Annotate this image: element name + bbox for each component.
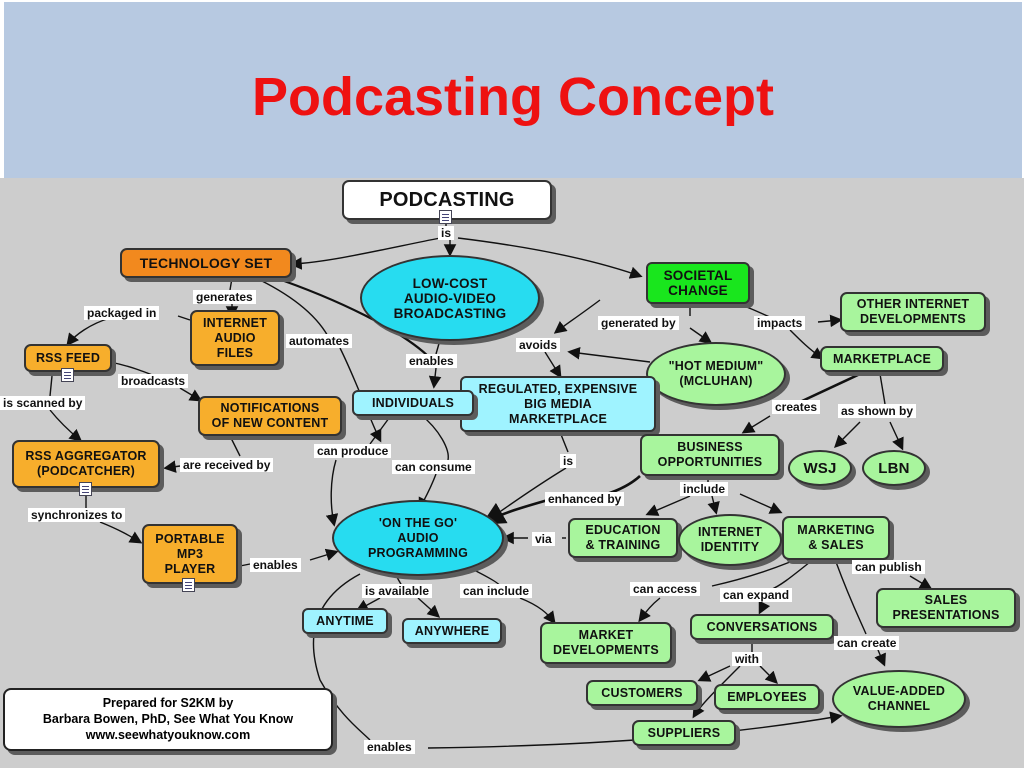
document-icon [439, 210, 452, 224]
credit-line: Barbara Bowen, PhD, See What You Know [42, 712, 294, 726]
link-label-is: is [438, 226, 455, 240]
link-label-broadcasts: broadcasts [118, 374, 189, 388]
node-regulated-big-media: REGULATED, EXPENSIVE BIG MEDIA MARKETPLA… [460, 376, 656, 432]
link-label-via: via [532, 532, 555, 546]
node-other-internet-developments: OTHER INTERNET DEVELOPMENTS [840, 292, 986, 332]
concept-map: PODCASTING TECHNOLOGY SET LOW-COST AUDIO… [0, 178, 1024, 768]
link-label-as-shown-by: as shown by [838, 404, 917, 418]
link-label-is-available: is available [362, 584, 433, 598]
node-portable-mp3-player: PORTABLE MP3 PLAYER [142, 524, 238, 584]
link-label-can-create: can create [834, 636, 900, 650]
credit-box: Prepared for S2KM by Barbara Bowen, PhD,… [3, 688, 333, 751]
node-hot-medium: "HOT MEDIUM" (MCLUHAN) [646, 342, 786, 406]
node-on-the-go-audio: 'ON THE GO' AUDIO PROGRAMMING [332, 500, 504, 576]
node-low-cost-broadcasting: LOW-COST AUDIO-VIDEO BROADCASTING [360, 255, 540, 341]
link-label-creates: creates [772, 400, 821, 414]
node-technology-set: TECHNOLOGY SET [120, 248, 292, 278]
node-marketplace: MARKETPLACE [820, 346, 944, 372]
node-customers: CUSTOMERS [586, 680, 698, 706]
node-sales-presentations: SALES PRESENTATIONS [876, 588, 1016, 628]
link-label-synchronizes-to: synchronizes to [28, 508, 126, 522]
link-label-enables-mid: enables [250, 558, 301, 572]
link-label-can-expand: can expand [720, 588, 793, 602]
connector-lines [49, 222, 933, 749]
link-label-is-mid: is [560, 454, 577, 468]
link-label-with: with [732, 652, 762, 666]
node-employees: EMPLOYEES [714, 684, 820, 710]
node-anywhere: ANYWHERE [402, 618, 502, 644]
link-label-generated-by: generated by [598, 316, 679, 330]
node-internet-audio-files: INTERNET AUDIO FILES [190, 310, 280, 366]
node-conversations: CONVERSATIONS [690, 614, 834, 640]
node-suppliers: SUPPLIERS [632, 720, 736, 746]
link-label-can-access: can access [630, 582, 701, 596]
link-label-can-publish: can publish [852, 560, 925, 574]
node-individuals: INDIVIDUALS [352, 390, 474, 416]
link-label-include: include [680, 482, 729, 496]
link-label-is-scanned-by: is scanned by [0, 396, 86, 410]
credit-line: Prepared for S2KM by [102, 696, 234, 710]
link-label-can-consume: can consume [392, 460, 475, 474]
link-label-are-received-by: are received by [180, 458, 274, 472]
link-label-generates: generates [193, 290, 256, 304]
link-label-automates: automates [286, 334, 353, 348]
link-label-enhanced-by: enhanced by [545, 492, 625, 506]
node-anytime: ANYTIME [302, 608, 388, 634]
document-icon [61, 368, 74, 382]
node-business-opportunities: BUSINESS OPPORTUNITIES [640, 434, 780, 476]
node-lbn: LBN [862, 450, 926, 486]
link-label-packaged-in: packaged in [84, 306, 160, 320]
node-value-added-channel: VALUE-ADDED CHANNEL [832, 670, 966, 728]
link-label-enables-bottom: enables [364, 740, 415, 754]
link-label-impacts: impacts [754, 316, 806, 330]
credit-line: www.seewhatyouknow.com [85, 728, 251, 742]
node-internet-identity: INTERNET IDENTITY [678, 514, 782, 566]
link-label-can-produce: can produce [314, 444, 392, 458]
node-education-training: EDUCATION & TRAINING [568, 518, 678, 558]
node-market-developments: MARKET DEVELOPMENTS [540, 622, 672, 664]
document-icon [79, 482, 92, 496]
node-rss-aggregator: RSS AGGREGATOR (PODCATCHER) [12, 440, 160, 488]
slide-header: Podcasting Concept [4, 2, 1022, 178]
node-rss-feed: RSS FEED [24, 344, 112, 372]
node-podcasting: PODCASTING [342, 180, 552, 220]
node-societal-change: SOCIETAL CHANGE [646, 262, 750, 304]
node-notifications: NOTIFICATIONS OF NEW CONTENT [198, 396, 342, 436]
node-marketing-sales: MARKETING & SALES [782, 516, 890, 560]
slide-title: Podcasting Concept [251, 67, 775, 127]
link-label-avoids: avoids [516, 338, 561, 352]
document-icon [182, 578, 195, 592]
link-label-can-include: can include [460, 584, 533, 598]
node-wsj: WSJ [788, 450, 852, 486]
link-label-enables: enables [406, 354, 457, 368]
